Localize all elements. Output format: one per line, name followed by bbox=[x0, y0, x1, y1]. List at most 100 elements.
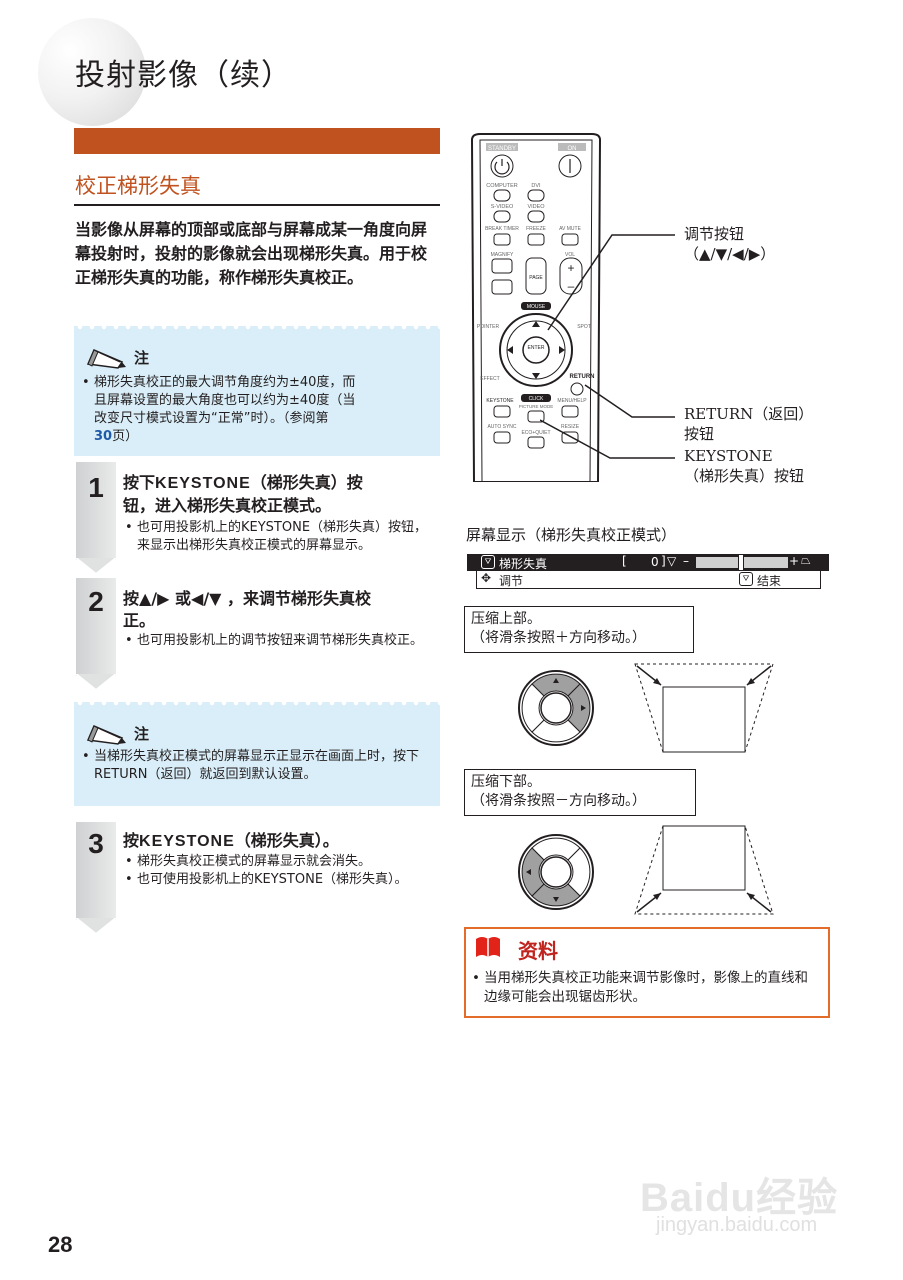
eco-quiet-button[interactable] bbox=[527, 436, 545, 449]
slider-thumb[interactable] bbox=[738, 555, 744, 570]
dvi-button[interactable] bbox=[527, 189, 545, 202]
step-title: 按KEYSTONE（梯形失真）。 bbox=[123, 831, 339, 850]
step-number: 2 bbox=[88, 586, 104, 617]
svg-text:MAGNIFY: MAGNIFY bbox=[491, 252, 514, 258]
note-box: 注 梯形失真校正的最大调节角度约为±40度，而且屏幕设置的最大角度也可以约为±4… bbox=[74, 326, 440, 456]
break-timer-button[interactable] bbox=[493, 233, 511, 246]
svg-text:EFFECT: EFFECT bbox=[480, 376, 499, 382]
keystone-icon: ⛛ bbox=[481, 555, 495, 569]
svg-text:ECO+QUIET: ECO+QUIET bbox=[521, 430, 550, 436]
svg-text:POINTER: POINTER bbox=[477, 324, 500, 330]
volume-button[interactable] bbox=[559, 257, 583, 295]
return-button[interactable] bbox=[570, 382, 584, 396]
step-title: 按▲/▶ 或◀/▼ ，来调节梯形失真校正。 bbox=[123, 589, 372, 630]
svg-text:MENU/HELP: MENU/HELP bbox=[557, 398, 587, 404]
svg-text:VOL: VOL bbox=[565, 252, 575, 258]
osd-value: 0 bbox=[651, 555, 659, 569]
step-bullet: 也可用投影机上的KEYSTONE（梯形失真）按钮，来显示出梯形失真校正模式的屏幕… bbox=[123, 519, 433, 555]
move-icon: ✥ bbox=[481, 571, 492, 585]
svg-text:MOUSE: MOUSE bbox=[527, 304, 546, 310]
menu-help-button[interactable] bbox=[561, 405, 579, 418]
osd-footer: ✥ 调节 ⛛ 结束 bbox=[476, 571, 821, 589]
pencil-icon bbox=[86, 725, 126, 745]
picture-mode-button[interactable] bbox=[527, 410, 545, 423]
page-button[interactable] bbox=[525, 257, 547, 295]
note-text: 当梯形失真校正模式的屏幕显示正显示在画面上时，按下RETURN（返回）就返回到默… bbox=[80, 748, 426, 784]
svg-text:SPOT: SPOT bbox=[577, 324, 591, 330]
svg-text:FREEZE: FREEZE bbox=[526, 226, 546, 232]
computer-button[interactable] bbox=[493, 189, 511, 202]
step-tab: 2 bbox=[76, 578, 116, 676]
svg-text:AV MUTE: AV MUTE bbox=[559, 226, 582, 232]
book-icon bbox=[476, 937, 500, 957]
note-text: 梯形失真校正的最大调节角度约为±40度，而且屏幕设置的最大角度也可以约为±40度… bbox=[80, 374, 426, 446]
svg-text:ENTER: ENTER bbox=[528, 345, 545, 351]
callout-adjust: 调节按钮（▲/▼/◀/▶） bbox=[684, 225, 776, 263]
step-number: 3 bbox=[88, 828, 104, 859]
svideo-button[interactable] bbox=[493, 210, 511, 223]
step-tab: 3 bbox=[76, 822, 116, 920]
trapezoid-bottom-icon: ⏢ bbox=[801, 553, 811, 567]
svg-text:DVI: DVI bbox=[531, 183, 541, 189]
magnify-minus-button[interactable] bbox=[491, 279, 513, 295]
remote-control: STANDBY ON COMPUTER DVI S-VIDEO VIDEO BR… bbox=[470, 133, 602, 482]
compress-top-box: 压缩上部。（将滑条按照＋方向移动。） bbox=[464, 606, 694, 653]
osd-adjust: 调节 bbox=[499, 574, 524, 588]
av-mute-button[interactable] bbox=[561, 233, 579, 246]
page-number: 28 bbox=[48, 1232, 73, 1257]
info-heading: 资料 bbox=[518, 939, 558, 963]
step-title: 按下KEYSTONE（梯形失真）按钮，进入梯形失真校正模式。 bbox=[123, 473, 363, 515]
osd-minus: – bbox=[683, 554, 689, 568]
keystone-bottom-diagram bbox=[634, 825, 774, 915]
section-rule bbox=[74, 204, 440, 206]
note-box: 注 当梯形失真校正模式的屏幕显示正显示在画面上时，按下RETURN（返回）就返回… bbox=[74, 702, 440, 806]
step-arrow bbox=[76, 918, 116, 936]
page-title: 投射影像（续） bbox=[75, 58, 292, 93]
svg-text:PAGE: PAGE bbox=[529, 275, 543, 281]
keystone-button[interactable] bbox=[493, 405, 511, 418]
step-arrow bbox=[76, 558, 116, 576]
svg-text:PICTURE MODE: PICTURE MODE bbox=[519, 404, 554, 409]
intro-paragraph: 当影像从屏幕的顶部或底部与屏幕成某一角度向屏幕投射时，投射的影像就会出现梯形失真… bbox=[75, 220, 428, 287]
info-text: 当用梯形失真校正功能来调节影像时，影像上的直线和边缘可能会出现锯齿形状。 bbox=[470, 969, 816, 1007]
auto-sync-button[interactable] bbox=[493, 431, 511, 444]
note-heading: 注 bbox=[134, 348, 150, 367]
page-link[interactable]: 30 bbox=[94, 429, 113, 444]
step-arrow bbox=[76, 674, 116, 692]
video-button[interactable] bbox=[527, 210, 545, 223]
svg-text:BREAK TIMER: BREAK TIMER bbox=[485, 226, 519, 232]
keystone-icon: ⛛ bbox=[739, 572, 753, 586]
callout-keystone: KEYSTONE（梯形失真）按钮 bbox=[684, 447, 805, 485]
svg-text:–: – bbox=[568, 279, 575, 293]
watermark-logo: Baidu经验 bbox=[640, 1176, 839, 1220]
svg-text:+: + bbox=[567, 261, 574, 275]
standby-label: STANDBY bbox=[488, 146, 516, 152]
osd-plus: + bbox=[789, 554, 800, 568]
svg-text:CLICK: CLICK bbox=[529, 396, 544, 402]
callout-lines bbox=[540, 234, 675, 459]
osd-bar: ⛛ 梯形失真 [ 0 ] ▽ – + ⏢ bbox=[467, 553, 829, 571]
pencil-icon bbox=[86, 349, 126, 369]
magnify-plus-button[interactable] bbox=[491, 258, 513, 274]
on-label: ON bbox=[568, 146, 577, 152]
info-box: 资料 当用梯形失真校正功能来调节影像时，影像上的直线和边缘可能会出现锯齿形状。 bbox=[464, 927, 830, 1018]
osd-end: 结束 bbox=[757, 574, 782, 588]
osd-heading: 屏幕显示（梯形失真校正模式） bbox=[466, 526, 677, 544]
svg-text:RETURN: RETURN bbox=[570, 374, 595, 380]
osd-label: 梯形失真 bbox=[499, 557, 548, 571]
enter-button[interactable] bbox=[522, 336, 550, 364]
dpad-down-left bbox=[518, 834, 594, 910]
step-bullet: 梯形失真校正模式的屏幕显示就会消失。 也可使用投影机上的KEYSTONE（梯形失… bbox=[123, 853, 433, 889]
svg-text:RESIZE: RESIZE bbox=[561, 424, 580, 430]
svg-text:COMPUTER: COMPUTER bbox=[486, 183, 518, 189]
freeze-button[interactable] bbox=[527, 233, 545, 246]
watermark-url: jingyan.baidu.com bbox=[656, 1214, 818, 1236]
section-bar bbox=[74, 128, 440, 154]
dpad-up-right bbox=[518, 670, 594, 746]
title-decoration bbox=[38, 18, 146, 126]
callout-return: RETURN（返回）按钮 bbox=[684, 405, 814, 443]
keystone-top-diagram bbox=[634, 663, 774, 753]
trapezoid-top-icon: ▽ bbox=[667, 554, 677, 568]
svg-text:AUTO SYNC: AUTO SYNC bbox=[487, 424, 516, 430]
step-tab: 1 bbox=[76, 462, 116, 560]
